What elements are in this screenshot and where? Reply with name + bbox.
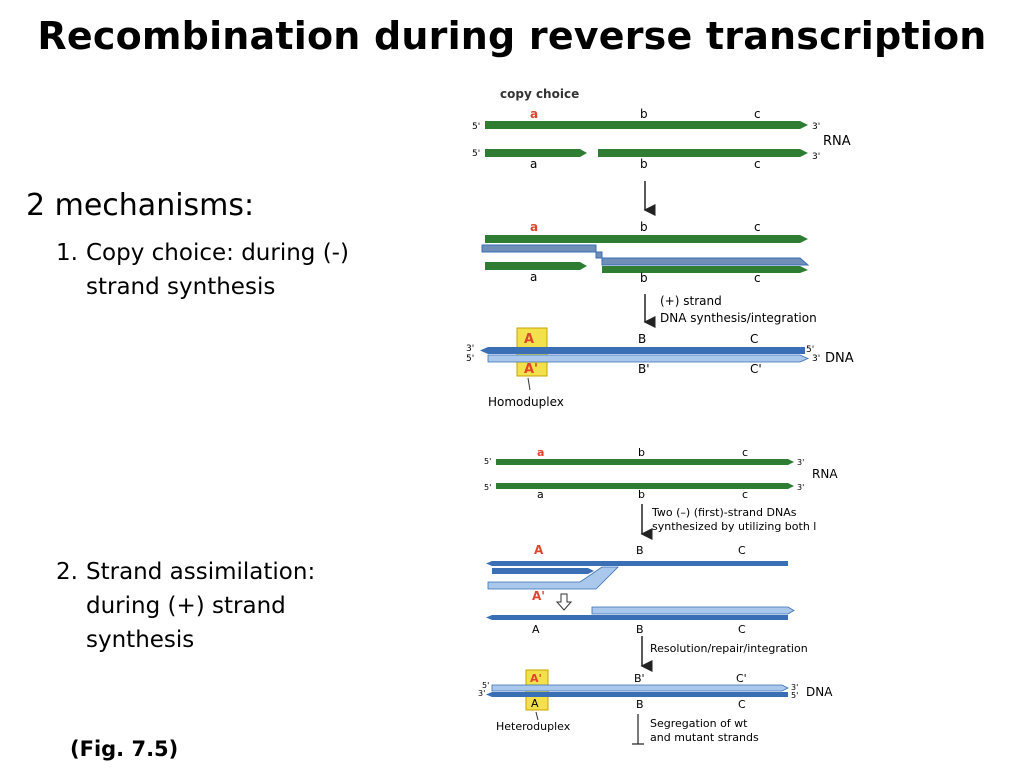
label-a: a <box>530 220 538 234</box>
plus-strand-2 <box>591 606 795 615</box>
label-C: C <box>738 698 746 711</box>
label-b: b <box>640 157 648 171</box>
label-A: A <box>532 623 540 636</box>
label-A-prime: A' <box>530 672 542 685</box>
label-5prime: 5' <box>791 691 798 700</box>
heteroduplex-label: Heteroduplex <box>496 720 571 733</box>
figure-reference: (Fig. 7.5) <box>70 737 179 761</box>
label-c: c <box>742 446 748 459</box>
rna-strand-3 <box>496 459 794 465</box>
label-A-prime: A' <box>524 362 538 377</box>
segregation-label: and mutant strands <box>650 731 759 744</box>
label-a: a <box>537 446 544 459</box>
label-c: c <box>754 157 761 171</box>
label-5prime: 5' <box>484 457 491 466</box>
label-a: a <box>530 270 537 284</box>
label-3prime: 3' <box>812 122 820 132</box>
label-A: A <box>524 332 534 347</box>
minus-strand-1 <box>486 561 788 566</box>
dna-strand-bottom <box>487 354 809 363</box>
label-5prime: 5' <box>484 483 491 492</box>
rna-strand-2-fragment <box>485 262 587 270</box>
label-5prime: 5' <box>482 681 489 690</box>
label-b: b <box>640 271 648 285</box>
label-b: b <box>640 107 648 121</box>
label-b: b <box>640 220 648 234</box>
step-label: DNA synthesis/integration <box>660 311 817 325</box>
rna-strand-1 <box>485 121 808 129</box>
mechanisms-heading: 2 mechanisms: <box>26 188 255 223</box>
label-A: A <box>531 697 539 710</box>
label-c: c <box>754 107 761 121</box>
item-number: 1. <box>56 240 78 266</box>
label-B-prime: B' <box>638 362 650 376</box>
label-3prime: 3' <box>478 689 485 698</box>
label-C: C <box>750 332 758 346</box>
invading-strand <box>492 568 594 574</box>
pointer-line <box>527 377 531 391</box>
label-A: A <box>534 543 544 557</box>
label-rna: RNA <box>823 134 851 149</box>
slide-title: Recombination during reverse transcripti… <box>37 14 987 58</box>
label-5prime: 5' <box>472 149 480 159</box>
label-C-prime: C' <box>750 362 762 376</box>
label-a: a <box>530 157 537 171</box>
rna-strand-2 <box>602 266 808 273</box>
rna-strand-1 <box>485 235 808 243</box>
step-note: synthesized by utilizing both l <box>652 520 816 533</box>
homoduplex-label: Homoduplex <box>488 395 564 409</box>
label-B: B <box>636 623 644 636</box>
rna-strand-4 <box>496 483 794 489</box>
label-rna: RNA <box>812 467 838 481</box>
label-5prime: 5' <box>466 354 474 364</box>
step-label: (+) strand <box>660 294 722 308</box>
label-b: b <box>638 488 645 501</box>
segregation-label: Segregation of wt <box>650 717 748 730</box>
label-a: a <box>537 488 544 501</box>
label-5prime: 5' <box>806 345 814 355</box>
label-c: c <box>754 220 761 234</box>
dna-strand-top <box>491 684 789 692</box>
minus-strand-2 <box>486 615 788 620</box>
label-b: b <box>638 446 645 459</box>
label-B: B <box>636 544 644 557</box>
label-B-prime: B' <box>634 672 645 685</box>
label-3prime: 3' <box>812 152 820 162</box>
label-a: a <box>530 107 538 121</box>
minus-strand-dna <box>481 244 810 266</box>
label-5prime: 5' <box>472 122 480 132</box>
label-c: c <box>742 488 748 501</box>
label-dna: DNA <box>825 351 854 366</box>
item-number: 2. <box>56 559 78 585</box>
plus-strand-assimilation <box>487 566 619 590</box>
rna-strand-2 <box>598 149 808 157</box>
label-B: B <box>638 332 646 346</box>
label-c: c <box>754 271 761 285</box>
label-C: C <box>738 623 746 636</box>
label-C: C <box>738 544 746 557</box>
step-note: Two (–) (first)-strand DNAs <box>651 506 797 519</box>
item-text: Copy choice: during (-) strand synthesis <box>86 240 349 300</box>
copy-choice-header: copy choice <box>500 87 579 101</box>
item-text: Strand assimilation: during (+) strand s… <box>86 559 316 653</box>
label-3prime: 3' <box>797 458 804 467</box>
label-C-prime: C' <box>736 672 747 685</box>
recombination-diagram: copy choice 5' a b c 3' RNA 5' 3' a b c … <box>466 87 854 745</box>
label-dna: DNA <box>806 685 833 699</box>
dna-strand-top <box>480 347 805 354</box>
pointer-line <box>535 711 539 721</box>
step-label: Resolution/repair/integration <box>650 642 808 655</box>
label-B: B <box>636 698 644 711</box>
label-A-prime: A' <box>532 589 545 603</box>
label-3prime: 3' <box>466 344 474 354</box>
label-3prime: 3' <box>797 483 804 492</box>
hollow-arrow-icon <box>555 593 573 611</box>
rna-strand-2-fragment <box>485 149 587 157</box>
label-3prime: 3' <box>812 354 820 364</box>
label-3prime: 3' <box>791 683 798 692</box>
dna-strand-bottom <box>486 692 788 697</box>
